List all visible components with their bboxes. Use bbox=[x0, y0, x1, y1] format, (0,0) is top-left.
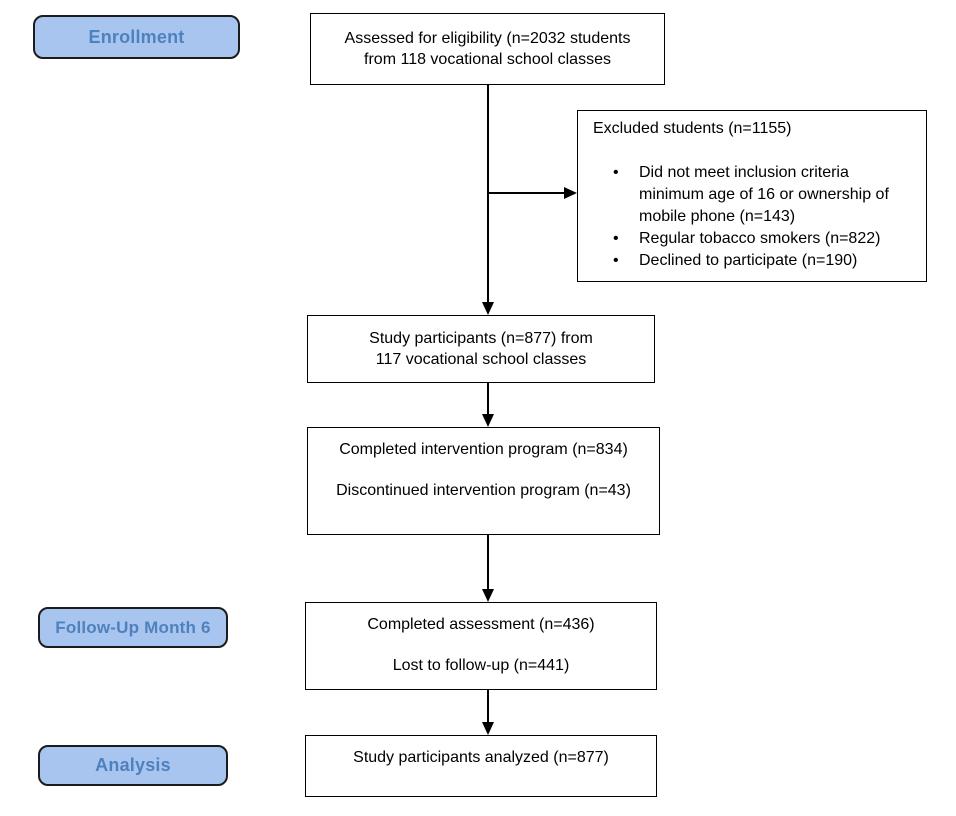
excluded-bullet-item: • Regular tobacco smokers (n=822) bbox=[593, 228, 916, 250]
assessment-completed-line: Completed assessment (n=436) bbox=[367, 616, 595, 633]
intervention-program-box: Completed intervention program (n=834) D… bbox=[307, 427, 660, 535]
excluded-bullet-text: Declined to participate (n=190) bbox=[639, 252, 858, 269]
assessed-eligibility-line1: Assessed for eligibility (n=2032 student… bbox=[344, 30, 631, 47]
bullet-marker-icon: • bbox=[613, 252, 619, 269]
analyzed-box: Study participants analyzed (n=877) bbox=[305, 735, 657, 797]
arrow-intervention-to-assessment-line bbox=[487, 535, 489, 590]
excluded-students-title: Excluded students (n=1155) bbox=[593, 120, 792, 137]
enrollment-stage-label: Enrollment bbox=[33, 15, 240, 59]
arrow-intervention-to-assessment-head-icon bbox=[482, 589, 494, 602]
bullet-marker-icon: • bbox=[613, 230, 619, 247]
analysis-stage-label: Analysis bbox=[38, 745, 228, 786]
assessed-eligibility-box: Assessed for eligibility (n=2032 student… bbox=[310, 13, 665, 85]
arrow-participants-to-intervention-head-icon bbox=[482, 414, 494, 427]
excluded-bullet-item: • Declined to participate (n=190) bbox=[593, 250, 916, 272]
arrow-participants-to-intervention-line bbox=[487, 383, 489, 415]
arrow-branch-to-excluded-head-icon bbox=[564, 187, 577, 199]
arrow-assessed-to-participants-head-icon bbox=[482, 302, 494, 315]
arrow-assessment-to-analyzed-line bbox=[487, 690, 489, 723]
arrow-assessment-to-analyzed-head-icon bbox=[482, 722, 494, 735]
assessment-lost-line: Lost to follow-up (n=441) bbox=[392, 657, 570, 674]
excluded-students-box: Excluded students (n=1155) • Did not mee… bbox=[577, 110, 927, 282]
study-participants-line1: Study participants (n=877) from bbox=[369, 330, 593, 347]
assessed-eligibility-line2: from 118 vocational school classes bbox=[364, 51, 611, 68]
study-participants-line2: 117 vocational school classes bbox=[375, 351, 587, 368]
intervention-completed-line: Completed intervention program (n=834) bbox=[339, 441, 628, 458]
excluded-bullet-text: Regular tobacco smokers (n=822) bbox=[639, 230, 881, 247]
analysis-stage-label-text: Analysis bbox=[95, 755, 171, 775]
followup-month6-stage-label-text: Follow-Up Month 6 bbox=[55, 617, 211, 637]
bullet-marker-icon: • bbox=[613, 164, 619, 181]
enrollment-stage-label-text: Enrollment bbox=[88, 26, 185, 47]
assessment-box: Completed assessment (n=436) Lost to fol… bbox=[305, 602, 657, 690]
arrow-branch-to-excluded-line bbox=[487, 192, 565, 194]
excluded-spacer bbox=[593, 140, 916, 162]
arrow-assessed-to-participants-line bbox=[487, 85, 489, 303]
excluded-bullet-text: Did not meet inclusion criteria minimum … bbox=[639, 164, 889, 225]
followup-month6-stage-label: Follow-Up Month 6 bbox=[38, 607, 228, 648]
assessment-spacer bbox=[306, 635, 656, 655]
study-participants-box: Study participants (n=877) from 117 voca… bbox=[307, 315, 655, 383]
excluded-bullet-item: • Did not meet inclusion criteria minimu… bbox=[593, 162, 916, 228]
intervention-spacer bbox=[308, 460, 659, 480]
intervention-discontinued-line: Discontinued intervention program (n=43) bbox=[336, 482, 631, 499]
analyzed-line: Study participants analyzed (n=877) bbox=[353, 749, 609, 766]
